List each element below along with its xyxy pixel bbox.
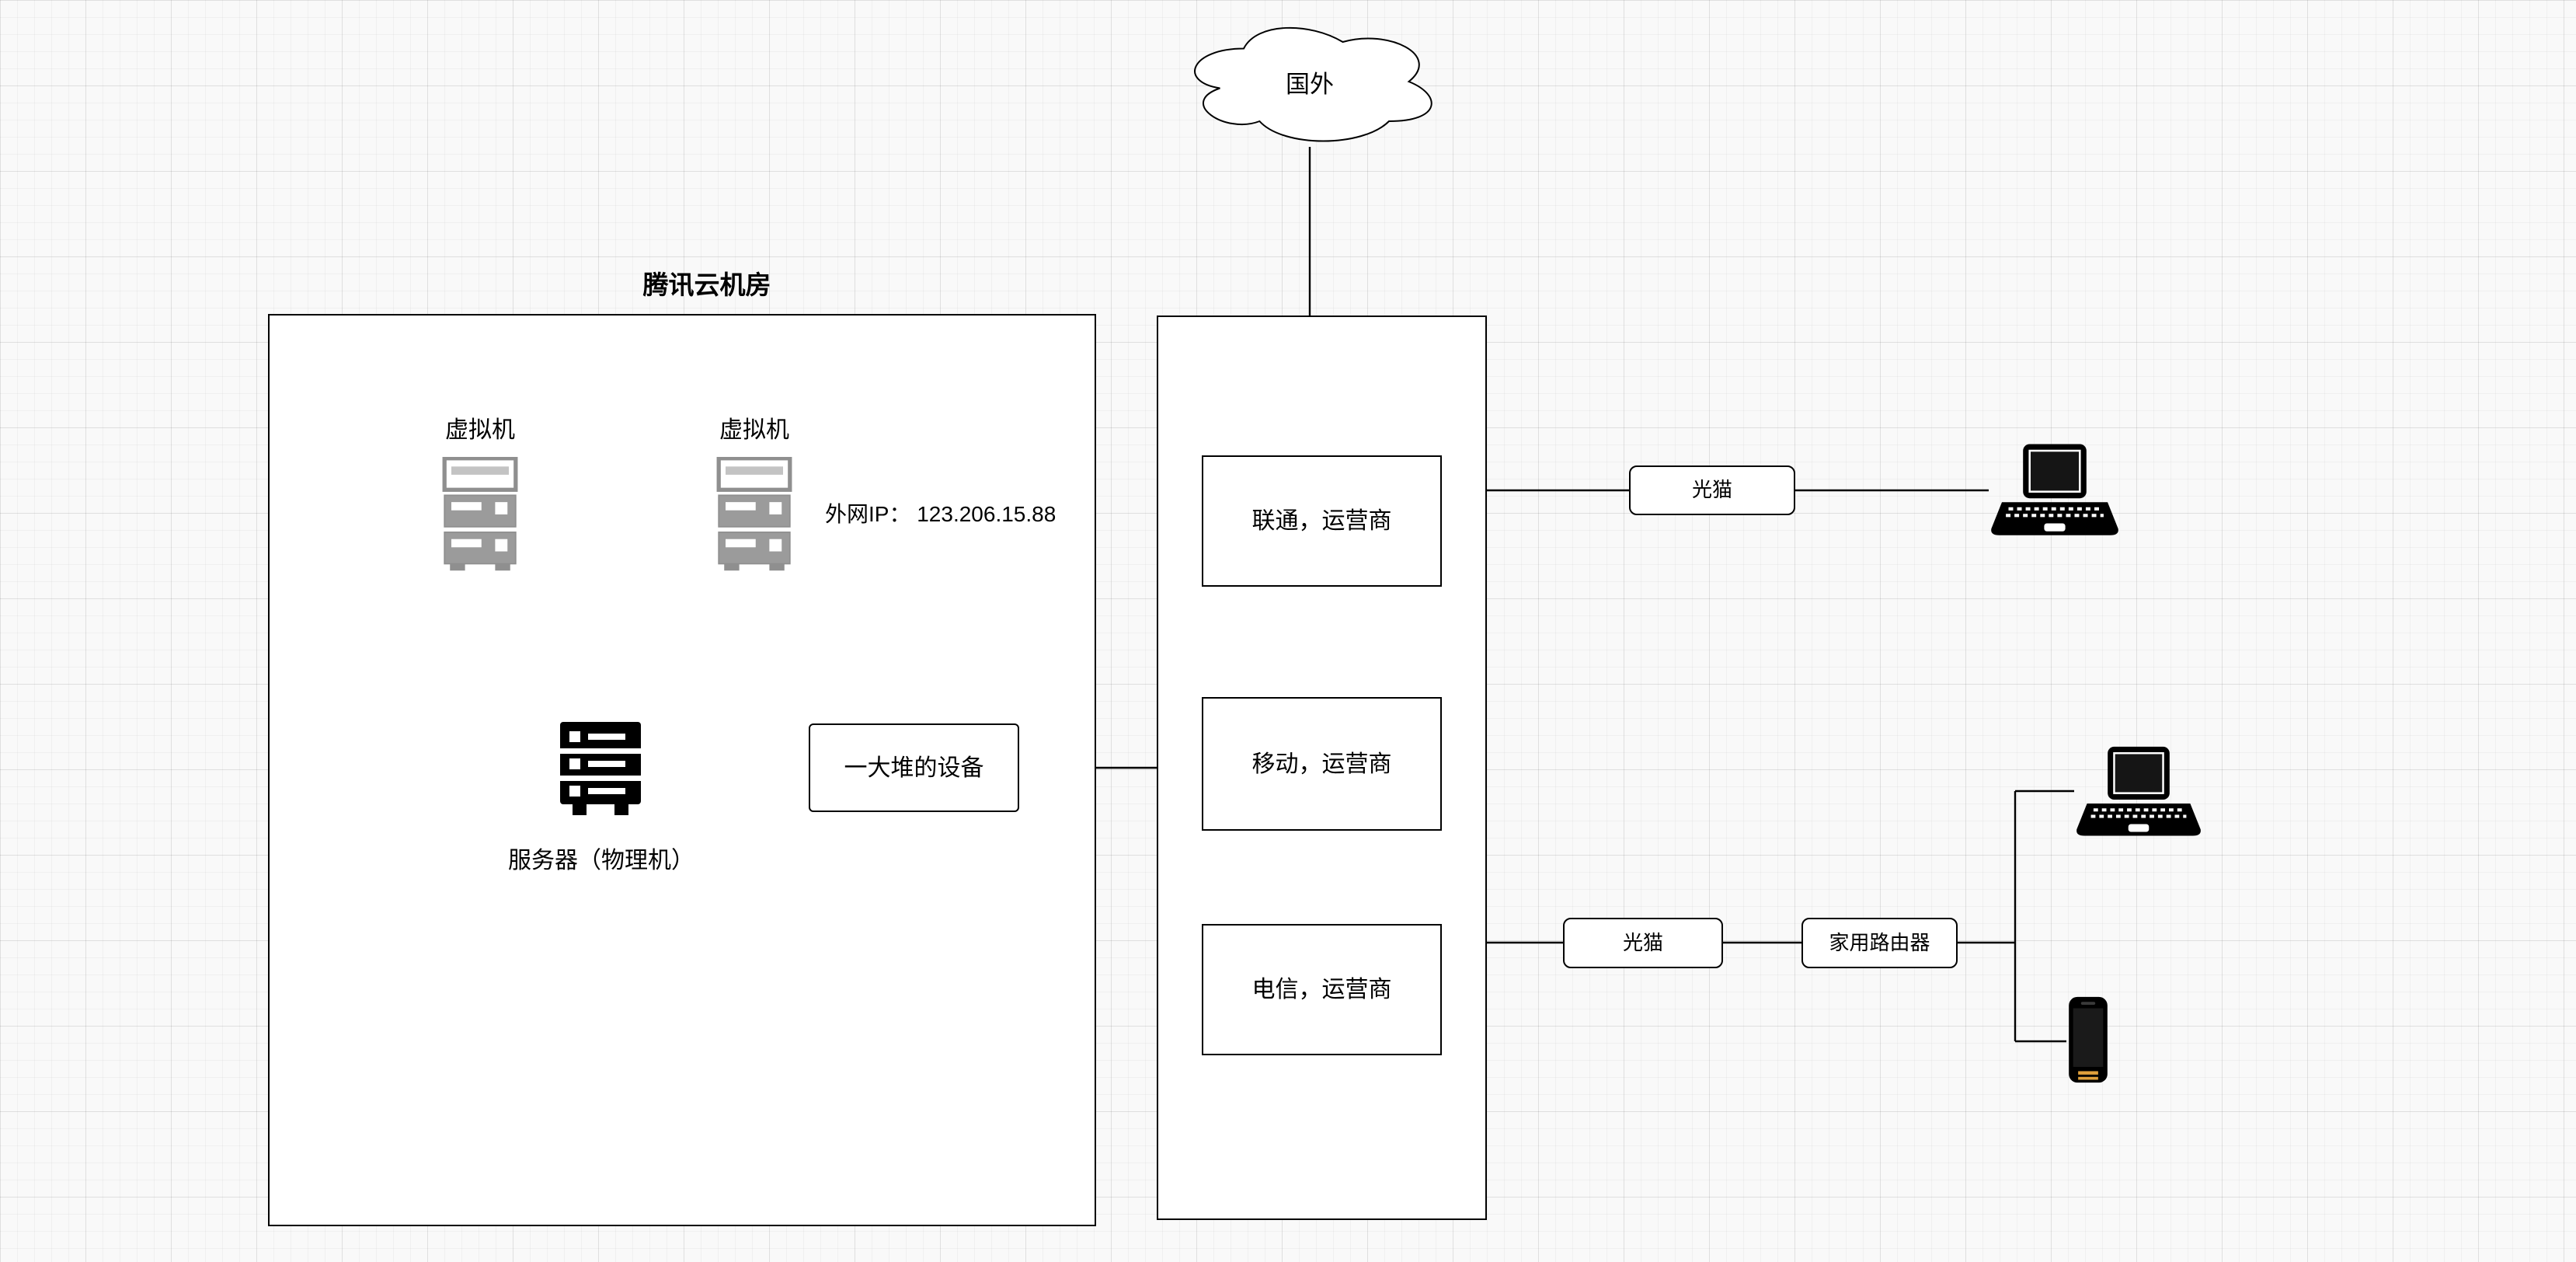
laptop-icon <box>2076 746 2201 836</box>
modem-box-top[interactable]: 光猫 <box>1629 465 1795 515</box>
laptop-node-bottom[interactable] <box>2074 740 2203 844</box>
smartphone-icon <box>2069 996 2108 1083</box>
modem-box-bottom[interactable]: 光猫 <box>1563 918 1723 968</box>
cloud-node-foreign[interactable]: 国外 <box>1173 16 1446 148</box>
cloud-label: 国外 <box>1286 70 1334 98</box>
cloud-icon <box>1173 16 1446 148</box>
modem-box-bottom-label: 光猫 <box>1622 930 1663 954</box>
phone-node[interactable] <box>2066 995 2110 1084</box>
laptop-node-top[interactable] <box>1989 438 2121 543</box>
modem-box-top-label: 光猫 <box>1691 478 1732 502</box>
vm2-node[interactable] <box>713 456 795 572</box>
isp-box-telecom[interactable]: 电信，运营商 <box>1202 924 1442 1055</box>
isp-box-mobile-label: 移动，运营商 <box>1251 751 1392 777</box>
isp-box-telecom-label: 电信，运营商 <box>1251 977 1392 1002</box>
vm1-node[interactable] <box>439 456 521 572</box>
server-label: 服务器（物理机） <box>508 848 694 873</box>
devices-box[interactable]: 一大堆的设备 <box>809 723 1019 812</box>
vm-icon <box>442 456 518 571</box>
public-ip-label: 外网IP： 123.206.15.88 <box>825 502 1057 526</box>
router-box-label: 家用路由器 <box>1829 930 1930 954</box>
isp-box-mobile[interactable]: 移动，运营商 <box>1202 697 1442 831</box>
router-box[interactable]: 家用路由器 <box>1801 918 1958 968</box>
laptop-icon <box>1991 444 2118 535</box>
devices-box-label: 一大堆的设备 <box>844 755 984 781</box>
datacenter-title: 腾讯云机房 <box>642 270 771 299</box>
vm-icon <box>716 456 792 571</box>
vm2-label: 虚拟机 <box>719 417 789 443</box>
physical-server-node[interactable] <box>555 719 646 817</box>
isp-box-unicom-label: 联通，运营商 <box>1251 508 1392 534</box>
server-icon <box>560 722 641 815</box>
vm1-label: 虚拟机 <box>445 417 515 443</box>
isp-box-unicom[interactable]: 联通，运营商 <box>1202 455 1442 587</box>
